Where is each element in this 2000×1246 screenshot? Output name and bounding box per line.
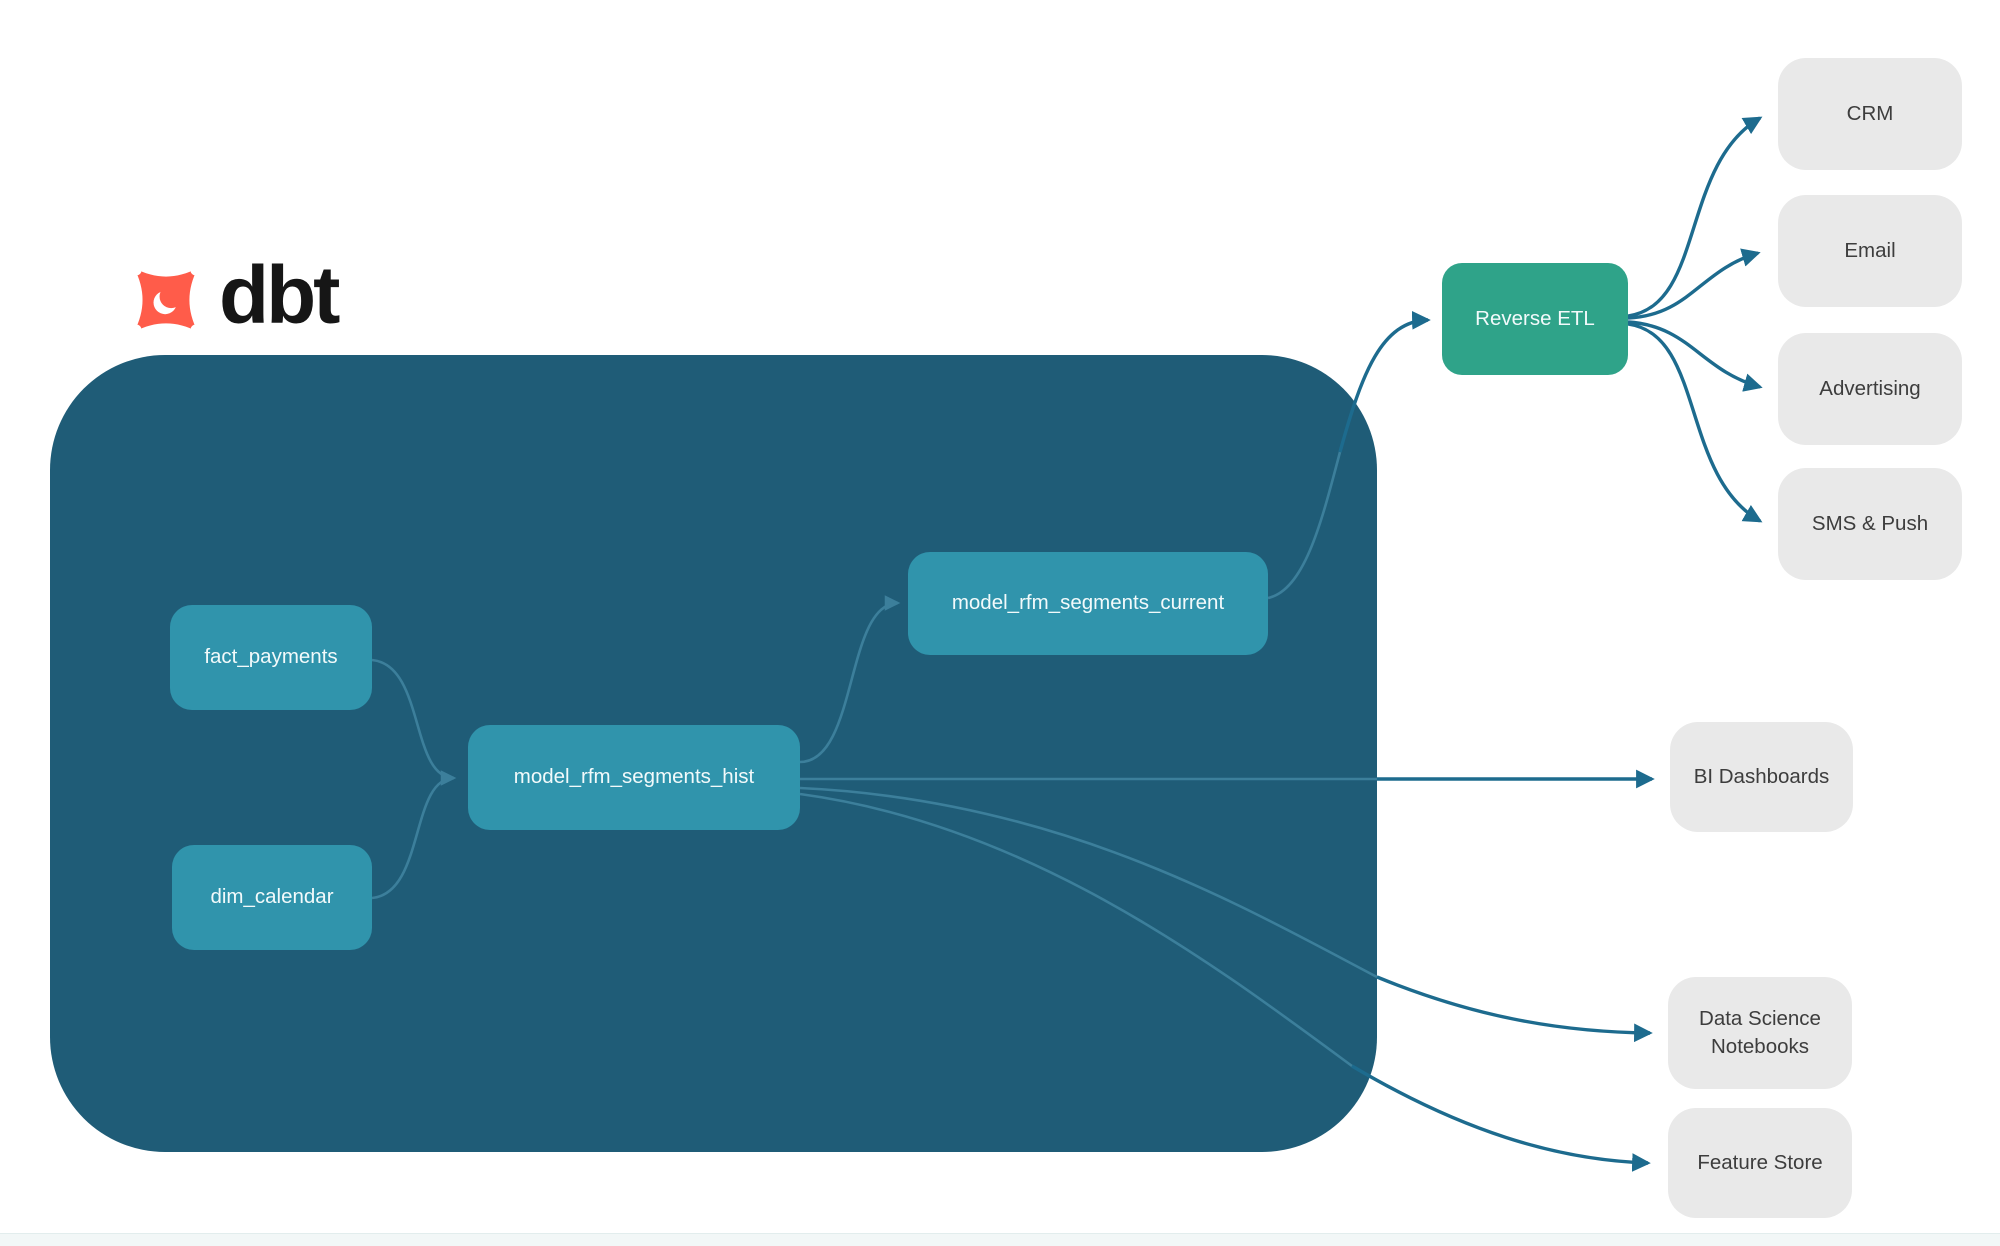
node-label: BI Dashboards (1693, 765, 1830, 789)
node-label: Advertising (1819, 377, 1921, 401)
edge-reverse-etl-to-crm (1627, 116, 1763, 318)
node-label: SMS & Push (1811, 512, 1929, 536)
node-feature-store[interactable]: Feature Store (1668, 1108, 1852, 1218)
node-label: model_rfm_segments_hist (513, 765, 755, 789)
edge-hist-to-feature-store (1351, 1064, 1651, 1172)
node-label: Feature Store (1697, 1151, 1823, 1175)
node-label: Reverse ETL (1475, 306, 1595, 330)
dbt-logo-icon (131, 264, 201, 335)
node-label: fact_payments (204, 645, 338, 669)
dbt-logo: dbt (123, 252, 383, 347)
edge-reverse-etl-to-sms-push (1627, 322, 1763, 523)
dbt-wordmark: dbt (219, 249, 340, 341)
edge-reverse-etl-to-advertising (1627, 320, 1763, 392)
edge-hist-to-ds-notebooks (1376, 975, 1653, 1043)
node-fact-payments[interactable]: fact_payments (170, 605, 372, 710)
node-reverse-etl[interactable]: Reverse ETL (1442, 263, 1628, 375)
node-label: Data Science Notebooks (1699, 1007, 1821, 1058)
node-dim-calendar[interactable]: dim_calendar (172, 845, 372, 950)
node-advertising[interactable]: Advertising (1778, 333, 1962, 445)
node-crm[interactable]: CRM (1778, 58, 1962, 170)
node-label: CRM (1846, 102, 1894, 126)
node-model-rfm-segments-current[interactable]: model_rfm_segments_current (908, 552, 1268, 655)
node-label: model_rfm_segments_current (951, 591, 1225, 615)
node-bi-dashboards[interactable]: BI Dashboards (1670, 722, 1853, 832)
footer-strip (0, 1233, 2000, 1246)
node-model-rfm-segments-hist[interactable]: model_rfm_segments_hist (468, 725, 800, 830)
node-sms-push[interactable]: SMS & Push (1778, 468, 1962, 580)
node-email[interactable]: Email (1778, 195, 1962, 307)
node-data-science-notebooks[interactable]: Data Science Notebooks (1668, 977, 1852, 1089)
edge-reverse-etl-to-email (1627, 248, 1761, 320)
node-label: Email (1844, 239, 1896, 263)
node-label: dim_calendar (210, 885, 334, 909)
